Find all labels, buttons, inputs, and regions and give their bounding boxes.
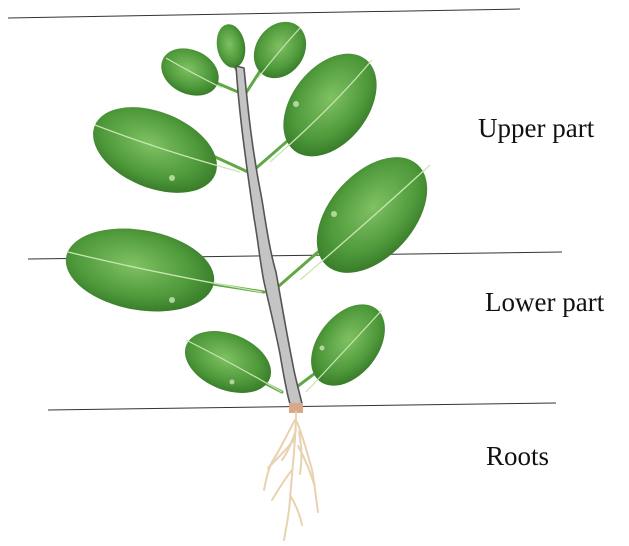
leaf-middle-right-large bbox=[295, 136, 448, 293]
roots bbox=[264, 412, 318, 540]
leaf-lower-left bbox=[176, 319, 282, 405]
upper-part-label: Upper part bbox=[478, 115, 594, 142]
leaf-lower-right bbox=[296, 290, 400, 399]
divider-top bbox=[8, 9, 520, 18]
leaf-top-small bbox=[213, 22, 248, 70]
leaf-middle-left-large bbox=[59, 218, 262, 323]
leaf-upper-left-small bbox=[154, 39, 227, 104]
roots-label: Roots bbox=[486, 443, 549, 470]
lower-part-label: Lower part bbox=[485, 289, 604, 316]
leaf-upper-left-large bbox=[80, 90, 240, 209]
